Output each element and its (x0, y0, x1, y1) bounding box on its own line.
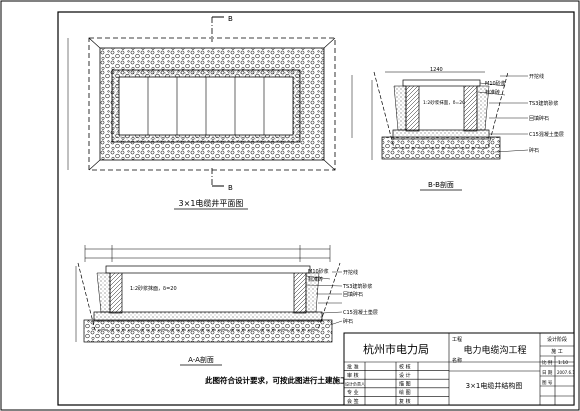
section-mark-top: B (228, 15, 233, 23)
aa-wall-right (293, 271, 307, 314)
section-bb: 1240 1:2砂浆抹面，δ=20 开挖线 M10砂浆 标准砖 TS3建筑砂浆 … (371, 67, 564, 191)
aa-callout-c15: C15混凝土垫层 (343, 309, 378, 316)
bb-mortar-label: 1:2砂浆抹面，δ=20 (423, 99, 465, 106)
bb-title: B-B剖面 (428, 180, 454, 189)
sign-row-right: 描 图 (399, 381, 411, 388)
bb-callout-m10: M10砂浆 (485, 80, 506, 87)
bb-concrete-slab (392, 129, 490, 140)
aa-callout-ts3: TS3建筑砂浆 (342, 283, 372, 290)
plan-view: B B 3×1电缆井平面图 (67, 15, 353, 210)
sign-row-right: 绘 图 (399, 389, 411, 396)
bb-callout-excavation: 开挖线 (529, 73, 544, 80)
bb-cover (402, 79, 481, 87)
title-block: 杭州市电力局 工程 电力电缆沟工程 名称 3×1电缆井结构图 设计阶段 施 工 … (343, 332, 575, 406)
plan-view-title: 3×1电缆井平面图 (179, 198, 244, 208)
drawing-frame (57, 11, 575, 406)
stage-label: 设计阶段 (547, 336, 567, 343)
aa-callout-gravel: 碎石 (343, 318, 353, 325)
sign-row-left: 会 签 (347, 398, 359, 405)
aa-concrete-slab (93, 311, 323, 322)
sign-row-left: 专 业 (347, 389, 359, 396)
bb-gravel (381, 136, 501, 160)
aa-cover (105, 265, 311, 274)
aa-mortar-label: 1:2砂浆抹面，δ=20 (130, 285, 177, 292)
bb-callout-backfill: 回填碎石 (529, 115, 549, 122)
aa-wall-left (109, 271, 123, 314)
section-mark-bottom: B (228, 184, 233, 192)
bb-callout-gravel: 碎石 (529, 147, 539, 154)
aa-callout-excavation: 开挖线 (343, 269, 358, 276)
sheet-number-label: 图 号 (542, 380, 553, 386)
project-name: 电力电缆沟工程 (463, 344, 526, 356)
bb-callout-ts3: TS3建筑砂浆 (528, 100, 558, 107)
date-value: 2007.6.1 (557, 370, 575, 375)
sign-row-left: 审 核 (347, 372, 359, 379)
organization-name: 杭州市电力局 (363, 342, 429, 356)
stage-value: 施 工 (551, 348, 563, 355)
aa-callout-brick: 标准砖 (308, 276, 323, 283)
sign-row-right: 复 核 (399, 398, 411, 405)
bb-wall-right (463, 84, 478, 132)
sign-row-right: 校 核 (399, 364, 411, 371)
bb-callout-brick: 标准砖 (485, 89, 500, 96)
drawing-name-label: 名称 (452, 357, 462, 364)
bb-wall-left (405, 84, 420, 132)
bb-dim-top: 1240 (430, 67, 443, 73)
section-aa: 1:2砂浆抹面，δ=20 开挖线 M10砂浆 标准砖 TS3建筑砂浆 回填碎石 … (75, 245, 378, 366)
aa-callout-backfill: 回填碎石 (343, 291, 363, 298)
date-label: 日 期 (542, 370, 553, 376)
scale-label: 比 例 (542, 359, 553, 366)
sign-row-left: 批 准 (347, 364, 359, 371)
project-label: 工程 (452, 336, 462, 343)
bb-callout-c15: C15混凝土垫层 (529, 131, 564, 138)
sign-row-right: 设 计 (399, 372, 411, 379)
sign-row-left: 设计负责人 (345, 381, 365, 387)
scale-value: 1:10 (558, 360, 568, 366)
bb-excavation-line (373, 71, 509, 149)
drawing-title: 3×1电缆井结构图 (466, 381, 523, 390)
aa-title: A-A剖面 (188, 355, 214, 364)
aa-callout-m10: M10砂浆 (308, 268, 329, 275)
construction-note: 此图符合设计要求，可按此图进行土建施工。 (205, 375, 355, 385)
aa-gravel (83, 319, 333, 343)
